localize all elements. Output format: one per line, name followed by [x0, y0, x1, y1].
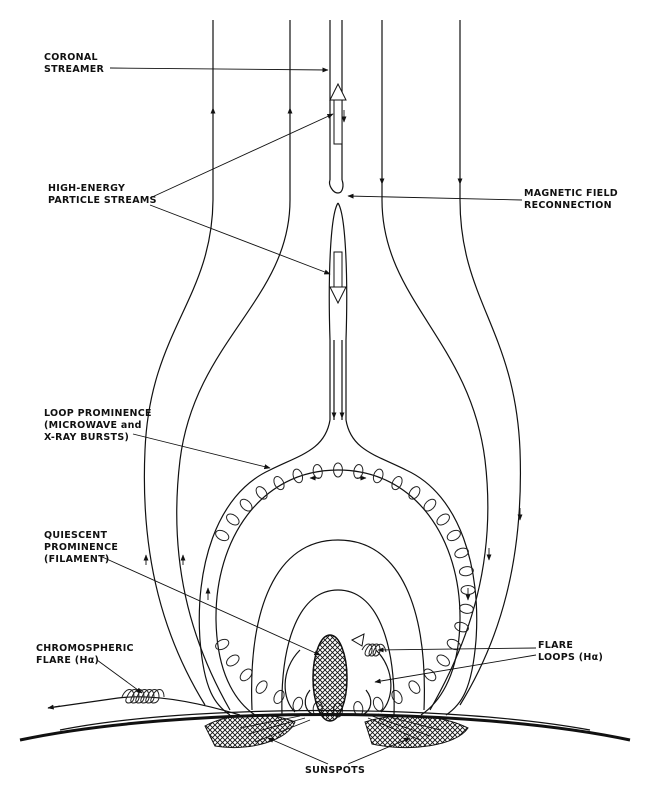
- coil-turn: [353, 464, 364, 479]
- coil-turn: [436, 513, 450, 526]
- coil-turn: [408, 486, 421, 500]
- coil-turn: [312, 464, 323, 479]
- label-sunspots: SUNSPOTS: [305, 765, 366, 776]
- coil-turn: [255, 486, 268, 500]
- coil-turn: [423, 668, 437, 682]
- coil-turn: [454, 547, 469, 559]
- coil-turn: [239, 668, 253, 682]
- chromospheric-flare: [47, 689, 241, 716]
- sunspots: [204, 713, 469, 749]
- coil-turn: [372, 468, 384, 484]
- coronal-streamer: [328, 82, 347, 194]
- coil-turn: [458, 566, 474, 577]
- open-field-lines-right: [381, 20, 522, 711]
- coil-turn: [333, 462, 343, 478]
- coil-turn: [446, 638, 461, 651]
- coil-turn: [391, 476, 403, 491]
- reconnection-lower-lobe: [328, 202, 348, 420]
- coil-turn: [446, 529, 461, 542]
- solar-surface: [19, 709, 631, 742]
- coil-turn: [458, 603, 474, 614]
- coil-turn: [226, 654, 240, 667]
- coil-turn: [273, 689, 285, 704]
- coil-turn: [391, 689, 403, 704]
- coil-turn: [454, 621, 469, 633]
- coil-turn: [408, 680, 421, 694]
- coil-turn: [292, 468, 304, 484]
- coil-turn: [436, 654, 450, 667]
- leader-lines: [96, 67, 537, 765]
- field-arrows-left: [143, 107, 293, 565]
- coil-turn: [255, 680, 268, 694]
- coil-turn: [273, 476, 285, 491]
- field-arrows-right: [341, 110, 523, 561]
- quiescent-prominence: [251, 539, 425, 722]
- coil-turn: [423, 498, 437, 512]
- coil-turn: [215, 638, 230, 651]
- coil-turn: [460, 585, 476, 595]
- coil-turn: [226, 513, 240, 526]
- flare-loops: [350, 633, 387, 657]
- coil-turn: [239, 498, 253, 512]
- coil-turn: [215, 529, 230, 542]
